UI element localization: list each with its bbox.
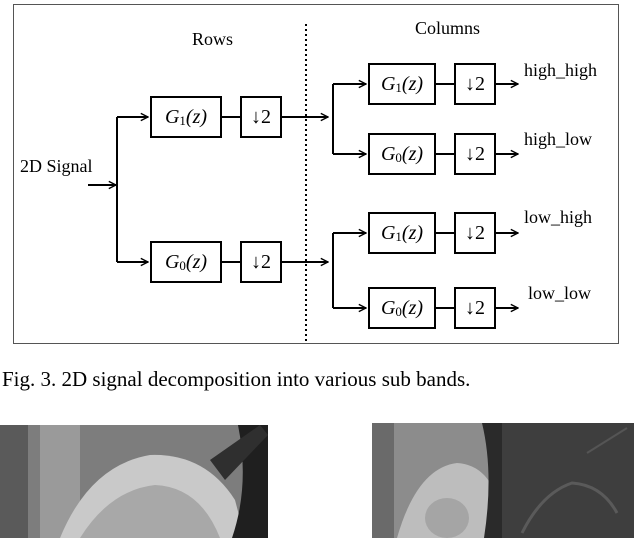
output-high-high: high_high <box>524 60 598 80</box>
figure-caption: Fig. 3. 2D signal decomposition into var… <box>2 367 471 391</box>
columns-label: Columns <box>415 18 481 38</box>
downsample-high-low: ↓2 <box>454 133 496 175</box>
input-label: 2D Signal <box>20 156 93 176</box>
photo-hat-grayscale <box>0 425 268 538</box>
rows-label: Rows <box>192 29 234 49</box>
photo-decomposed-subbands <box>372 423 634 538</box>
output-high-low: high_low <box>524 129 593 149</box>
diagram-frame <box>13 4 619 344</box>
output-low-low: low_low <box>528 283 591 303</box>
downsample-rows-low: ↓2 <box>240 241 282 283</box>
downsample-low-low: ↓2 <box>454 287 496 329</box>
output-low-high: low_high <box>524 207 593 227</box>
downsample-rows-high: ↓2 <box>240 96 282 138</box>
downsample-high-high: ↓2 <box>454 63 496 105</box>
downsample-low-high: ↓2 <box>454 212 496 254</box>
